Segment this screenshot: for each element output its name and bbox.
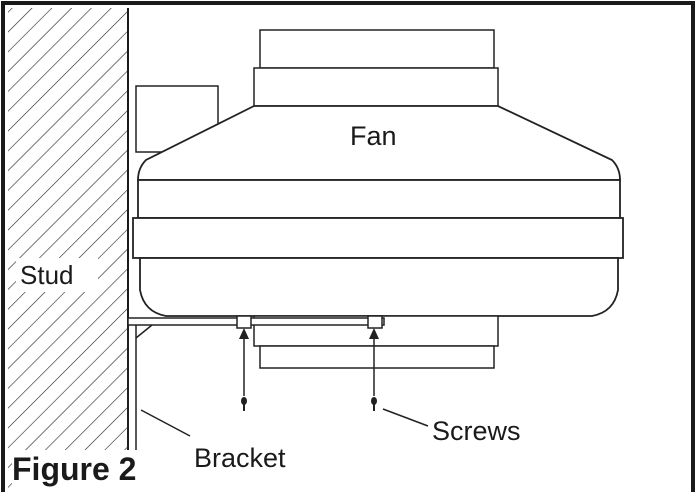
bracket-leader-line [140, 409, 191, 437]
bracket-hole-right [367, 315, 383, 329]
fan-band [132, 217, 624, 259]
stud [8, 8, 129, 492]
top-duct-collar-outer [259, 29, 495, 69]
fan-label: Fan [350, 121, 397, 151]
figure-label-background [12, 450, 178, 492]
figure-title: Figure 2 [12, 451, 136, 487]
fan-housing-lower [139, 257, 619, 317]
stud-label: Stud [20, 260, 74, 290]
screws-leader-line [382, 408, 429, 427]
screws-label: Screws [432, 416, 521, 446]
screw-left [241, 397, 247, 411]
bracket-hole-left [236, 315, 252, 329]
bottom-duct-collar-outer [259, 345, 495, 369]
top-duct-collar [253, 67, 499, 107]
screw-right [371, 397, 377, 411]
fan-housing-upper [137, 179, 621, 219]
screw-arrow-right [369, 328, 379, 396]
bracket-label: Bracket [194, 443, 286, 473]
bracket [127, 317, 385, 460]
screw-arrow-left [239, 328, 249, 396]
